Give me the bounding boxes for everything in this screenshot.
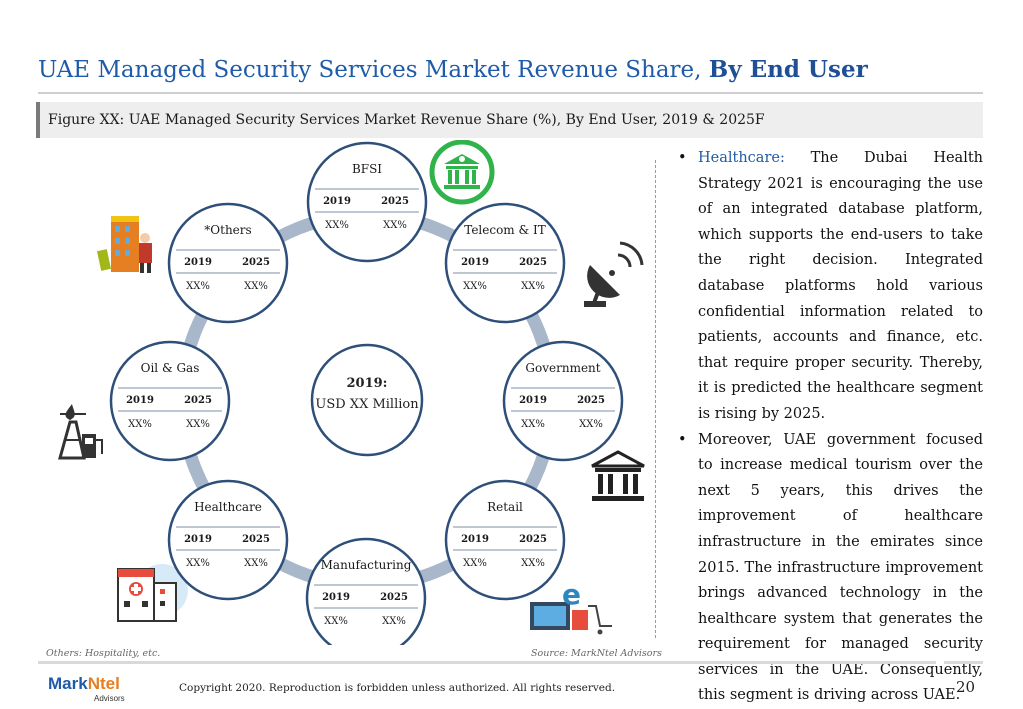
bullet-highlight: Healthcare: xyxy=(698,150,785,166)
footer-divider xyxy=(38,661,936,664)
year-2019-label: 2019 xyxy=(184,534,212,545)
value-2019: XX% xyxy=(324,616,348,627)
segment-name: Healthcare xyxy=(194,500,262,514)
figure-caption-bar xyxy=(36,102,983,138)
segment-name: BFSI xyxy=(351,162,383,176)
bullet-dot: • xyxy=(678,150,687,166)
end-user-diagram: e xyxy=(58,140,645,645)
source-note: Source: MarkNtel Advisors xyxy=(531,648,662,659)
title-bold: By End User xyxy=(708,56,868,83)
value-2019: XX% xyxy=(521,419,545,430)
value-2019: XX% xyxy=(186,558,210,569)
hospital-icon xyxy=(117,564,188,622)
segment-name: Oil & Gas xyxy=(140,361,200,375)
figure-caption: Figure XX: UAE Managed Security Services… xyxy=(48,112,765,128)
node-circle xyxy=(167,479,289,601)
footer-divider-short xyxy=(944,661,983,664)
value-2025: XX% xyxy=(382,616,406,627)
node-circle xyxy=(444,202,566,324)
bullet-government: • Moreover, UAE government focused to in… xyxy=(676,428,983,709)
year-2019-label: 2019 xyxy=(519,395,547,406)
year-2025-label: 2025 xyxy=(519,534,547,545)
bullet-text: Moreover, UAE government focused to incr… xyxy=(698,431,983,704)
hotel-icon xyxy=(97,216,152,273)
title-divider xyxy=(38,92,983,94)
year-2019-label: 2019 xyxy=(184,257,212,268)
government-building-icon xyxy=(591,450,645,501)
column-divider xyxy=(655,160,656,638)
year-2025-label: 2025 xyxy=(519,257,547,268)
value-2019: XX% xyxy=(186,281,210,292)
segment-name: *Others xyxy=(204,223,252,237)
title-main: UAE Managed Security Services Market Rev… xyxy=(38,57,702,83)
segment-name: Telecom & IT xyxy=(464,223,546,237)
page-title: UAE Managed Security Services Market Rev… xyxy=(38,56,868,83)
bullet-text: The Dubai Health Strategy 2021 is encour… xyxy=(698,150,984,422)
year-2019-label: 2019 xyxy=(461,534,489,545)
svg-text:Advisors: Advisors xyxy=(94,694,125,703)
value-2019: XX% xyxy=(128,419,152,430)
value-2019: XX% xyxy=(463,558,487,569)
copyright-text: Copyright 2020. Reproduction is forbidde… xyxy=(179,682,616,694)
node-circle xyxy=(502,340,624,462)
segment-name: Retail xyxy=(487,500,523,514)
oil-pump-icon xyxy=(58,404,103,460)
node-circle xyxy=(306,141,428,263)
node-circle xyxy=(109,340,231,462)
year-2025-label: 2025 xyxy=(242,257,270,268)
year-2025-label: 2025 xyxy=(381,196,409,207)
segment-name: Government xyxy=(525,361,601,375)
page-number: 20 xyxy=(956,678,976,696)
center-year: 2019: xyxy=(346,376,388,391)
value-2025: XX% xyxy=(579,419,603,430)
value-2025: XX% xyxy=(244,558,268,569)
year-2019-label: 2019 xyxy=(323,196,351,207)
year-2025-label: 2025 xyxy=(577,395,605,406)
commentary-bullets: • Healthcare: The Dubai Health Strategy … xyxy=(676,146,983,709)
center-node xyxy=(310,343,424,457)
year-2019-label: 2019 xyxy=(461,257,489,268)
segment-name: Manufacturing xyxy=(320,558,412,572)
node-circle xyxy=(167,202,289,324)
value-2019: XX% xyxy=(325,220,349,231)
bank-icon xyxy=(429,140,495,205)
satellite-dish-icon xyxy=(584,241,644,307)
value-2019: XX% xyxy=(463,281,487,292)
value-2025: XX% xyxy=(244,281,268,292)
svg-text:e: e xyxy=(562,578,581,611)
value-2025: XX% xyxy=(383,220,407,231)
others-note: Others: Hospitality, etc. xyxy=(46,648,161,659)
year-2025-label: 2025 xyxy=(380,592,408,603)
bullet-healthcare: • Healthcare: The Dubai Health Strategy … xyxy=(676,146,983,428)
markntel-logo: MarkNtel Advisors xyxy=(48,674,125,703)
value-2025: XX% xyxy=(521,281,545,292)
node-circle xyxy=(444,479,566,601)
center-value: USD XX Million xyxy=(315,397,419,412)
ecommerce-icon: e xyxy=(530,578,612,635)
svg-text:MarkNtel: MarkNtel xyxy=(48,674,120,693)
bullet-dot: • xyxy=(678,431,687,448)
year-2019-label: 2019 xyxy=(322,592,350,603)
year-2019-label: 2019 xyxy=(126,395,154,406)
node-circle xyxy=(305,537,427,645)
year-2025-label: 2025 xyxy=(184,395,212,406)
value-2025: XX% xyxy=(521,558,545,569)
year-2025-label: 2025 xyxy=(242,534,270,545)
value-2025: XX% xyxy=(186,419,210,430)
